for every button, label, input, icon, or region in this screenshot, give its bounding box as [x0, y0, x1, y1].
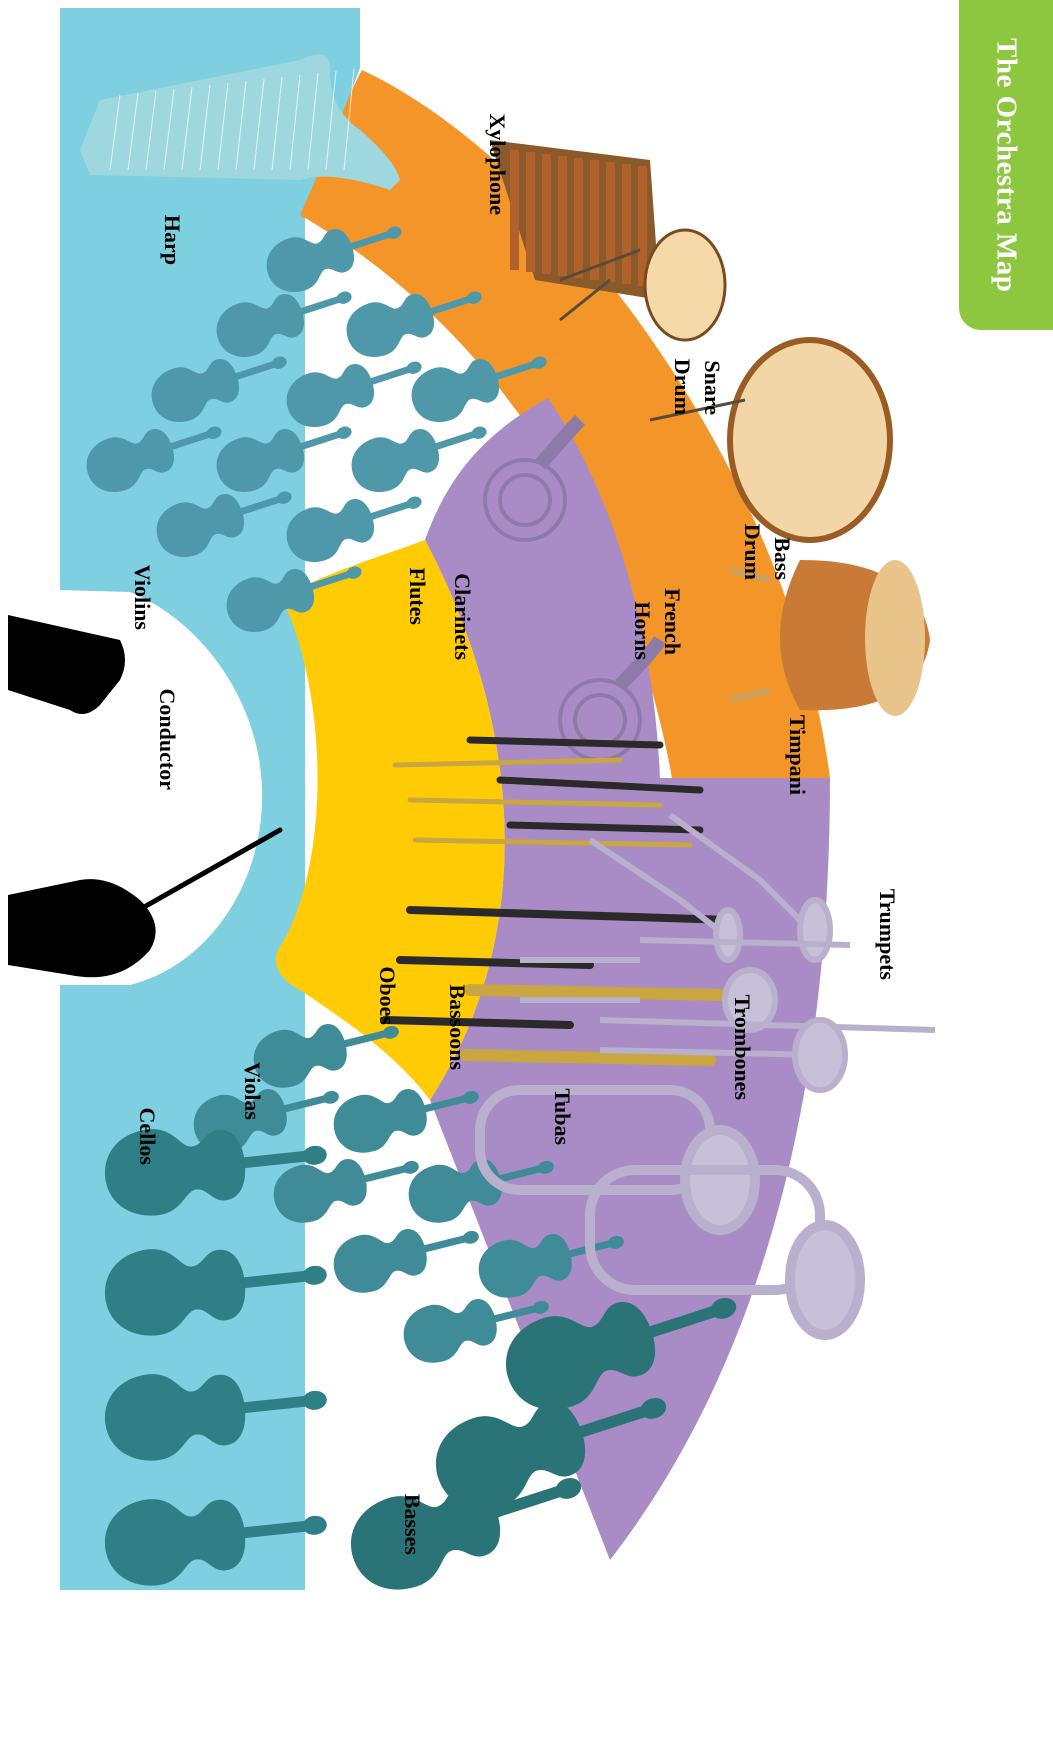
label-percussion-snare-line2: Drum — [670, 359, 695, 415]
label-strings-violins: Violins — [130, 565, 155, 631]
label-strings-cellos: Cellos — [135, 1108, 160, 1166]
page-title: The Orchestra Map — [959, 0, 1053, 330]
bassoon-icon — [465, 1055, 710, 1060]
label-percussion-timpani: Timpani — [785, 715, 810, 795]
title-tab: The Orchestra Map — [959, 0, 1053, 330]
label-percussion-bass-drum-line2: Drum — [740, 524, 765, 580]
label-brass-french-horns-line1: French — [660, 588, 685, 655]
label-percussion-xylophone: Xylophone — [485, 114, 510, 216]
label-brass-tubas: Tubas — [550, 1088, 575, 1145]
label-woodwinds-clarinets: Clarinets — [450, 573, 475, 660]
label-strings-basses: Basses — [400, 1494, 425, 1556]
label-woodwinds-flutes: Flutes — [405, 568, 430, 626]
oboe-icon — [385, 1020, 570, 1025]
label-strings-violas: Violas — [240, 1062, 265, 1120]
viola-icon — [328, 1207, 486, 1299]
label-brass-trombones: Trombones — [730, 994, 755, 1100]
label-woodwinds-oboes: Oboes — [375, 966, 400, 1025]
label-strings-harp: Harp — [160, 215, 185, 265]
label-brass-french-horns-line2: Horns — [630, 601, 655, 660]
label-brass-trumpets: Trumpets — [875, 889, 900, 981]
clarinet-icon — [470, 740, 660, 745]
bassoon-icon — [470, 990, 720, 995]
clarinet-icon — [510, 825, 700, 830]
label-conductor: Conductor — [155, 689, 180, 791]
label-percussion-bass-drum-line1: Bass — [770, 537, 795, 580]
label-percussion-snare-line1: Snare — [700, 360, 725, 415]
label-woodwinds-bassoons: Bassoons — [445, 984, 470, 1070]
